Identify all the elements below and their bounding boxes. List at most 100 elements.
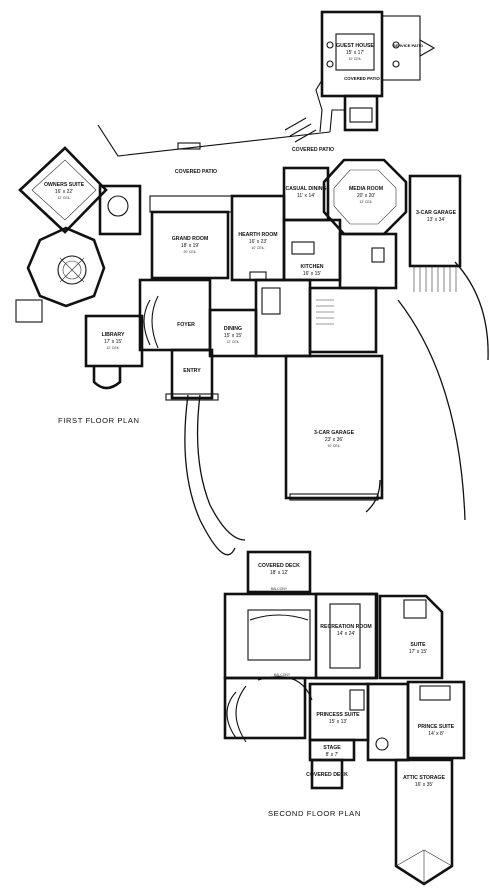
room-note: 10' CEIL [328,444,341,448]
driveway-curve-right [196,394,246,541]
kitchen-island [291,241,315,255]
room-label: PRINCE SUITE [418,724,455,730]
utility-fixture [371,247,385,263]
billiard-table [329,603,361,669]
room-dims: 16' x 15' [303,271,321,277]
first-floor-plan: GUEST HOUSE 15' x 17' 10' CEIL SERVICE P… [15,10,489,556]
room-label: SERVICE PATIO [393,43,423,48]
room-label: PRINCESS SUITE [316,712,360,718]
room-label: OWNERS SUITE [44,182,85,188]
owners-closet [15,299,43,323]
room-dims: 11' x 14' [297,193,315,199]
room-dims: 17' x 15' [104,339,122,345]
balcony-rail-arc [249,614,309,621]
garage-right-outline [408,174,462,268]
room-dims: 18' x 19' [181,243,199,249]
fixture-icon [392,41,400,49]
owners-suite-outline [18,146,108,234]
powder-room [261,287,281,315]
room-note: 20' CEIL [184,250,197,254]
room-note: 12' CEIL [227,340,240,344]
curved-stair [151,295,159,349]
bath-tub-inner [62,260,82,280]
room-note: 12' CEIL [107,346,120,350]
room-note: 12' CEIL [360,200,373,204]
room-dims: 14' x 24' [337,631,355,637]
room-dims: 16' x 35' [415,782,433,788]
upper-curved-stair [235,685,247,743]
covered-deck-bottom-outline [310,758,344,790]
bath-tub-round [375,737,389,751]
room-label: BALCONY [274,673,291,677]
spa-tub [107,195,129,217]
room-dims: 15' x 17' [346,50,364,56]
room-label: BALCONY [271,587,288,591]
grand-room-window-bay [149,195,233,213]
room-label: STAGE [323,745,341,751]
patio-grill [177,142,201,150]
stair-mudroom-block [308,286,378,354]
room-label: COVERED PATIO [292,147,334,153]
fixture-icon [326,60,334,68]
attic-roof-lines [395,849,453,884]
upper-hall-block [223,676,307,740]
media-room-inner [333,169,397,225]
second-floor-plan: COVERED DECK 18' x 12' BALCONY RECREATIO… [223,550,466,886]
foyer-outline [138,278,212,352]
room-dims: 13' x 34' [427,217,445,223]
room-label: 3-CAR GARAGE [416,210,457,216]
hearth-room-outline [230,194,286,282]
garage-driveway-steps [413,266,457,292]
room-label: LIBRARY [102,332,125,338]
room-label: ATTIC STORAGE [403,775,445,781]
room-dims: 15' x 13' [329,719,347,725]
service-patio-outline [381,15,421,81]
service-patio-step [419,39,436,57]
owners-bath-outline [26,226,106,308]
bath-tub-round [57,255,87,285]
curved-stair [143,299,151,346]
guest-bath-outline [343,94,379,132]
fixture-icon [392,60,400,68]
prince-bath [419,685,451,701]
library-bay [92,366,122,390]
entry-outline [170,348,214,400]
princess-closet [349,689,365,711]
upper-bath-block [366,682,410,762]
library-outline [84,314,144,368]
stair-treads [316,299,334,325]
fixture-icon [326,41,334,49]
driveway-east-inner [397,299,466,521]
second-floor-caption: SECOND FLOOR PLAN [268,809,361,818]
covered-walkway [329,109,345,133]
covered-deck-top-outline [246,550,312,594]
room-dims: 18' x 12' [270,570,288,576]
recreation-room-outline [314,592,378,680]
room-note: 10' CEIL [252,246,265,250]
room-label: DINING [224,326,242,332]
suite2-outline [378,594,444,680]
room-dims: 16' x 23' [249,239,267,245]
room-label: SUITE [410,642,426,648]
guest-house-room [335,33,375,71]
driveway-curve-left [184,394,236,556]
room-dims: 17' x 15' [409,649,427,655]
room-label: GRAND ROOM [172,236,209,242]
room-dims: 23' x 36' [325,437,343,443]
entry-porch [165,393,219,401]
owners-hall [98,184,142,236]
room-label: GUEST HOUSE [336,43,374,49]
prince-suite-outline [406,680,466,760]
room-note: 12' CEIL [58,196,71,200]
garage-door-line [289,493,379,501]
attic-storage-outline [394,758,454,886]
room-label: ENTRY [183,368,201,374]
room-dims: 20' x 20' [357,193,375,199]
covered-walkway [315,79,323,133]
room-dims: 15' x 15' [224,333,242,339]
room-label: COVERED PATIO [175,169,217,175]
patio-stairs [284,117,317,143]
room-dims: 16' x 22' [55,189,73,195]
hall-block [254,278,312,358]
